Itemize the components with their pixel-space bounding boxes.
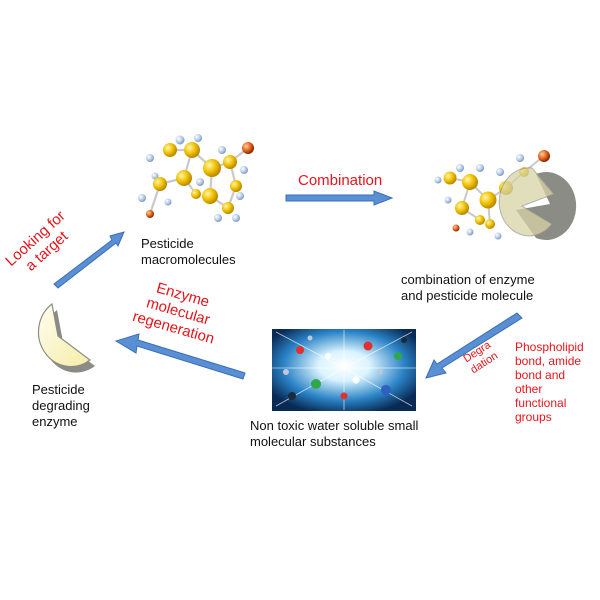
- pesticide-label-text: Pesticide macromolecules: [141, 236, 236, 267]
- combination-label-text: Combination: [298, 172, 383, 189]
- bonds-note: Phospholipid bond, amide bond and other …: [515, 340, 584, 424]
- enzyme-pesticide-complex-image: [434, 150, 577, 240]
- regeneration-arrow: [114, 333, 246, 380]
- enzyme-label: Pesticide degrading enzyme: [32, 382, 90, 430]
- products-label-text: Non toxic water soluble small molecular …: [250, 418, 419, 449]
- bonds-note-text: Phospholipid bond, amide bond and other …: [515, 340, 584, 424]
- products-label: Non toxic water soluble small molecular …: [250, 418, 418, 450]
- combination-label: Combination: [298, 173, 382, 189]
- pesticide-label: Pesticide macromolecules: [141, 236, 236, 268]
- enzyme-label-text: Pesticide degrading enzyme: [32, 382, 90, 429]
- degradation-arrow: [425, 312, 523, 379]
- combination-arrow: [285, 190, 394, 206]
- small-molecules-image: [272, 329, 416, 411]
- targeting-arrow: [53, 231, 125, 289]
- pesticide-molecule-image: [138, 134, 254, 222]
- complex-label-text: combination of enzyme and pesticide mole…: [401, 272, 535, 303]
- enzyme-image: [37, 302, 95, 373]
- complex-label: combination of enzyme and pesticide mole…: [401, 272, 535, 304]
